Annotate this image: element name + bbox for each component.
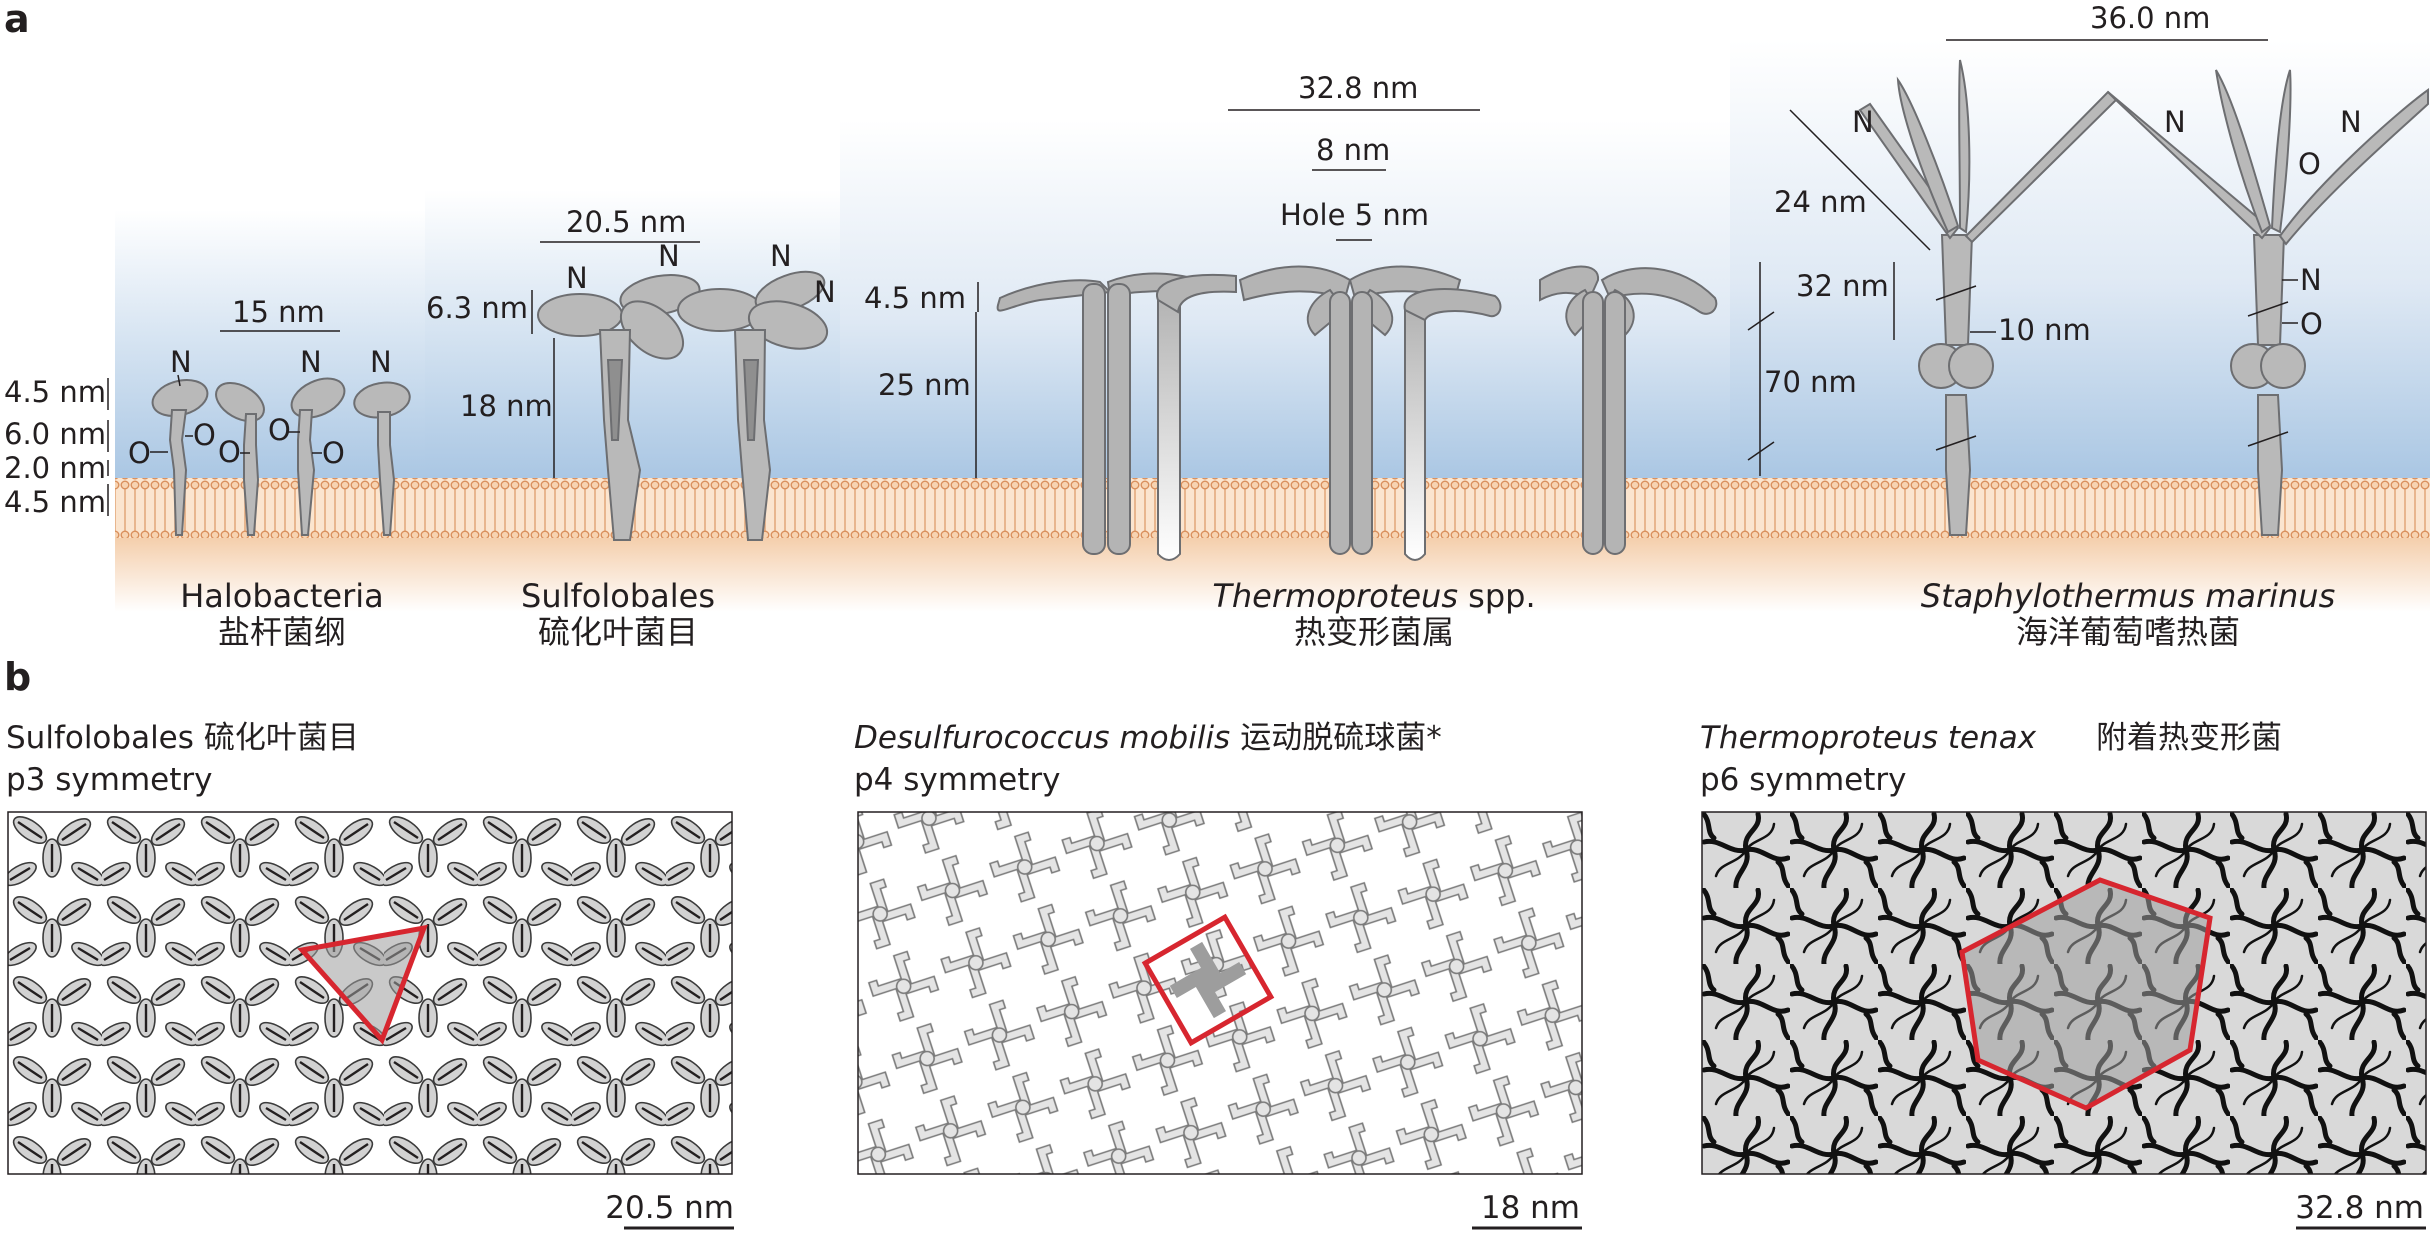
n-terminus-label: N [770, 239, 792, 273]
organism-name: Thermoproteus spp. [1212, 577, 1535, 615]
symmetry-label: p3 symmetry [6, 762, 212, 798]
panel-a-letter: a [4, 0, 30, 41]
organism-name-cn: 热变形菌属 [1294, 613, 1454, 651]
n-terminus-label: N [370, 345, 392, 379]
height-label: 2.0 nm [4, 451, 106, 485]
n-terminus-label: N [2164, 105, 2186, 139]
lattice-image [857, 811, 1583, 1175]
height-label: 4.5 nm [4, 485, 106, 519]
o-glycan-label: O [268, 413, 291, 447]
organism-name-cn: 硫化叶菌目 [538, 613, 698, 651]
n-terminus-label: N [300, 345, 322, 379]
unit-cell-highlight [1141, 913, 1275, 1047]
lattice-constant-label: 32.8 nm [1298, 71, 1418, 105]
sulfolobales-s-layer-proteins [537, 270, 829, 541]
halobacteria-s-layer-proteins [151, 377, 411, 536]
stalk-length-label: 70 nm [1764, 365, 1857, 399]
hole-size-label: Hole 5 nm [1280, 198, 1429, 232]
extracellular-space [115, 210, 425, 482]
lattice-width-label: 20.5 nm [566, 205, 686, 239]
staphylothermus-labels: 36.0 nm 24 nm 32 nm 10 nm 70 nm N N N O … [1747, 1, 2362, 651]
lattice-width-label: 15 nm [232, 295, 325, 329]
n-terminus-label: N [2300, 263, 2322, 297]
symmetry-label: p6 symmetry [1700, 762, 1906, 798]
n-terminus-label: N [658, 239, 680, 273]
head-height-label: 6.3 nm [426, 291, 528, 325]
head-height-label: 4.5 nm [864, 281, 966, 315]
panel-b-letter: b [4, 655, 31, 699]
unit-cell-highlight [297, 924, 428, 1045]
sulfolobales-labels: 20.5 nm 6.3 nm 18 nm N N N N Sulfolobale… [426, 205, 836, 651]
height-label: 6.0 nm [4, 417, 106, 451]
arm-length-label: 24 nm [1774, 185, 1867, 219]
thermoproteus-labels: 32.8 nm 8 nm Hole 5 nm 4.5 nm 25 nm Ther… [864, 71, 1536, 651]
n-terminus-label: N [2340, 105, 2362, 139]
o-glycan-label: O [2298, 147, 2321, 181]
organism-name: Staphylothermus marinus [1921, 577, 2336, 615]
n-terminus-label: N [814, 275, 836, 309]
tetrabrachion-proteins [1858, 59, 2429, 536]
o-glycan-label: O [218, 435, 241, 469]
thermoproteus-s-layer-proteins [996, 265, 1718, 561]
n-terminus-label: N [566, 261, 588, 295]
scale-bar-label: 18 nm [1481, 1190, 1580, 1226]
stalk-height-label: 25 nm [878, 368, 971, 402]
lipid-bilayer [115, 478, 2430, 538]
organism-name: Halobacteria [180, 577, 384, 615]
n-terminus-label: N [170, 345, 192, 379]
scale-bar-label: 32.8 nm [2295, 1190, 2424, 1226]
stalk-height-label: 18 nm [460, 389, 553, 423]
unit-cell-highlight [1959, 877, 2213, 1111]
body-diameter-label: 10 nm [1998, 313, 2091, 347]
o-glycan-label: O [2300, 307, 2323, 341]
span-label: 36.0 nm [2090, 1, 2210, 35]
upper-stalk-label: 32 nm [1796, 269, 1889, 303]
o-glycan-label: O [322, 436, 345, 470]
organism-name-cn: 盐杆菌纲 [218, 613, 346, 651]
organism-name: Sulfolobales [521, 577, 715, 615]
extracellular-space [1730, 40, 2430, 482]
height-label: 4.5 nm [4, 375, 106, 409]
subunit-width-label: 8 nm [1316, 133, 1390, 167]
halobacteria-labels: N N N O O O O O 15 nm 4.5 nm 6.0 nm 2.0 … [4, 295, 392, 651]
o-glycan-label: O [193, 418, 216, 452]
symmetry-label: p4 symmetry [854, 762, 1060, 798]
scale-bar-label: 20.5 nm [605, 1190, 734, 1226]
organism-name-cn: 海洋葡萄嗜热菌 [2016, 613, 2240, 651]
n-terminus-label: N [1852, 105, 1874, 139]
o-glycan-label: O [128, 436, 151, 470]
